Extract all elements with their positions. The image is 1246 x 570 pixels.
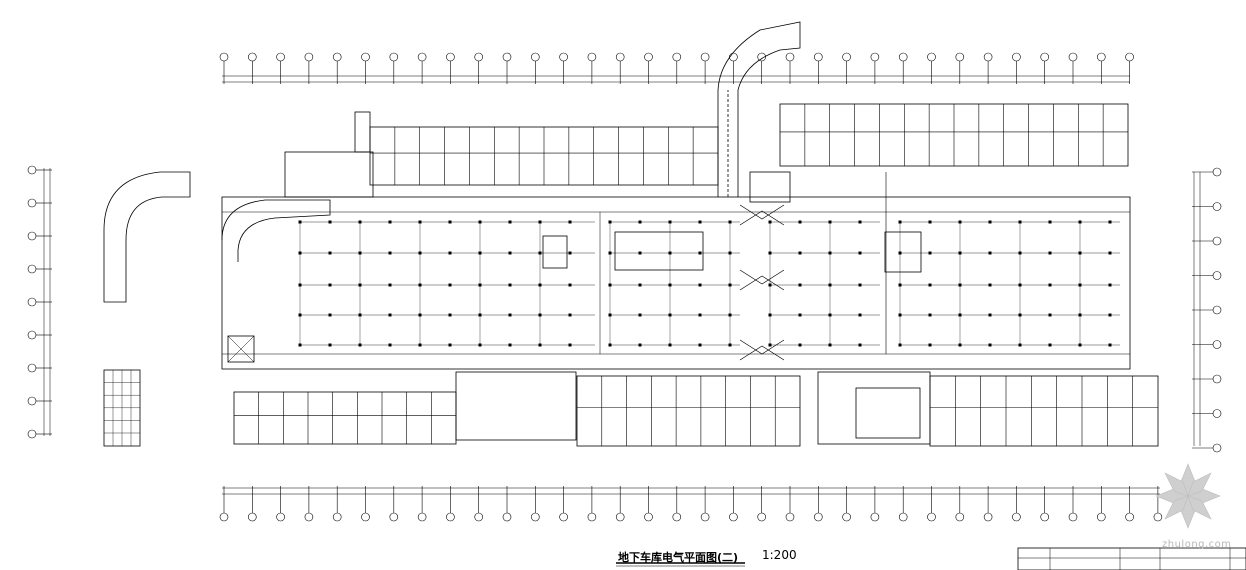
- axis-bubble: [615, 52, 625, 62]
- axis-bubble: [587, 512, 597, 522]
- axis-bubble: [219, 52, 229, 62]
- axis-bubble: [446, 512, 455, 522]
- axis-bubble: [1068, 52, 1078, 62]
- axis-bubble: [1212, 374, 1222, 384]
- axis-bubble: [898, 512, 908, 522]
- axis-bubble: [502, 52, 512, 62]
- axis-bubble: [27, 297, 37, 307]
- axis-bubble: [1125, 52, 1134, 62]
- axis-bubble: [389, 52, 399, 62]
- axis-bubble: [27, 363, 37, 373]
- axis-bubble: [785, 52, 795, 62]
- axis-bubble: [559, 512, 568, 522]
- axis-bubble: [1212, 167, 1222, 177]
- axis-bubble: [672, 52, 682, 62]
- axis-bubble: [332, 52, 342, 62]
- axis-bubble: [587, 52, 597, 62]
- axis-bubble: [644, 512, 653, 522]
- axis-bubble: [27, 231, 37, 241]
- axis-bubble: [248, 52, 257, 62]
- axis-bubble: [276, 512, 285, 522]
- axis-bubble: [842, 52, 851, 62]
- axis-bubble: [502, 512, 512, 522]
- axis-bubble: [27, 165, 37, 175]
- axis-bubble: [530, 512, 540, 522]
- axis-bubble: [248, 512, 257, 522]
- axis-bubble: [530, 52, 540, 62]
- axis-bubble: [1212, 340, 1222, 349]
- garage-outline: [221, 196, 1131, 370]
- axis-bubble: [27, 198, 37, 208]
- axis-bubble: [27, 330, 37, 340]
- axis-bubble: [1212, 409, 1222, 418]
- axis-bubble: [813, 512, 823, 522]
- axis-bubble: [672, 512, 682, 522]
- axis-bubble: [983, 52, 993, 62]
- axis-bubble: [27, 396, 37, 406]
- axis-bubble: [1212, 305, 1222, 315]
- axis-bubble: [361, 52, 370, 62]
- axis-bubble: [898, 52, 908, 62]
- axis-bubble: [757, 512, 767, 522]
- title-block: [1017, 547, 1246, 570]
- axis-bubble: [304, 512, 314, 522]
- bottom-building-1: [233, 391, 457, 445]
- axis-bubble: [27, 429, 37, 439]
- axis-bubble: [474, 52, 484, 62]
- axis-bubble: [446, 52, 455, 62]
- drawing-scale: 1:200: [762, 548, 797, 562]
- axis-bubble: [559, 52, 568, 62]
- axis-bubble: [700, 512, 710, 522]
- axis-bubble: [1012, 52, 1021, 62]
- watermark-site: zhulong.com: [1162, 539, 1232, 550]
- axis-bubble: [1212, 202, 1222, 211]
- axis-bubble: [870, 512, 880, 522]
- axis-bubble: [615, 512, 625, 522]
- axis-bubble: [813, 52, 823, 62]
- axis-bubble: [1097, 512, 1106, 522]
- axis-bubble: [1212, 443, 1222, 453]
- axis-bubble: [332, 512, 342, 522]
- axis-bubble: [955, 52, 965, 62]
- bottom-building-3: [929, 375, 1159, 447]
- axis-bubble: [700, 52, 710, 62]
- axis-bubble: [1012, 512, 1021, 522]
- axis-bubble: [417, 52, 427, 62]
- axis-bubble: [27, 264, 37, 274]
- axis-bubble: [785, 512, 795, 522]
- axis-bubble: [276, 52, 285, 62]
- axis-bubble: [1125, 512, 1134, 522]
- axis-bubble: [842, 512, 851, 522]
- axis-bubble: [729, 512, 738, 522]
- axis-bubble: [389, 512, 399, 522]
- axis-bubble: [474, 512, 484, 522]
- left-ramp: [103, 171, 191, 303]
- drawing-title: 地下车库电气平面图(二): [618, 551, 739, 564]
- axis-bubble: [983, 512, 993, 522]
- axis-bubble: [1212, 236, 1222, 246]
- zhulong-logo-icon: [1155, 463, 1221, 529]
- axis-bubble: [1097, 52, 1106, 62]
- axis-bubble: [644, 52, 653, 62]
- axis-bubble: [927, 512, 936, 522]
- axis-bubble: [1068, 512, 1078, 522]
- axis-bubble: [729, 52, 738, 62]
- axis-bubble: [219, 512, 229, 522]
- axis-bubble: [955, 512, 965, 522]
- axis-bubble: [1040, 52, 1049, 62]
- axis-bubble: [1212, 271, 1222, 280]
- axis-bubble: [417, 512, 427, 522]
- axis-bubble: [361, 512, 370, 522]
- axis-bubble: [1040, 512, 1049, 522]
- bottom-building-2: [576, 375, 801, 447]
- axis-bubble: [304, 52, 314, 62]
- axis-bubble: [870, 52, 880, 62]
- axis-bubble: [927, 52, 936, 62]
